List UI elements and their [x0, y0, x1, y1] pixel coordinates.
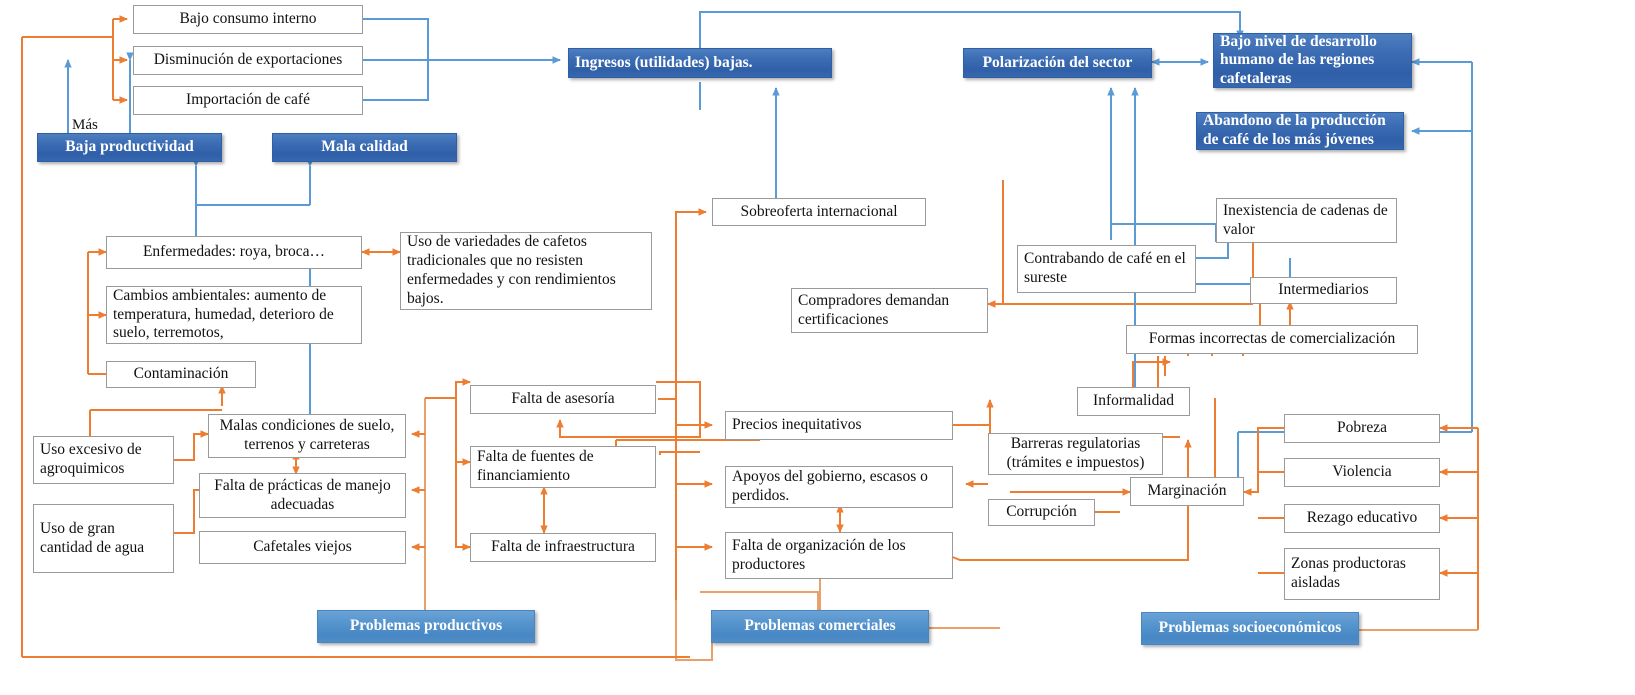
node-label: Uso de gran cantidad de agua	[40, 519, 145, 556]
node-label: Compradores demandan certificaciones	[798, 291, 950, 328]
node-mala-calidad[interactable]: Mala calidad	[272, 133, 457, 162]
node-label: Cambios ambientales: aumento de temperat…	[113, 286, 334, 342]
node-label: Inexistencia de cadenas de valor	[1223, 201, 1388, 238]
node-label: Uso excesivo de agroquimicos	[40, 441, 142, 477]
node-label: Falta de organización de los productores	[732, 536, 906, 573]
node-label: Corrupción	[1006, 503, 1077, 521]
node-corrupcion[interactable]: Corrupción	[988, 499, 1095, 526]
node-intermediarios[interactable]: Intermediarios	[1250, 277, 1397, 304]
node-violencia[interactable]: Violencia	[1284, 458, 1440, 487]
node-bajo-consumo-interno[interactable]: Bajo consumo interno	[133, 5, 363, 34]
node-label: Problemas socioeconómicos	[1158, 619, 1342, 637]
node-disminucion-de-exportaciones[interactable]: Disminución de exportaciones	[133, 46, 363, 75]
node-falta-de-infraestructura[interactable]: Falta de infraestructura	[470, 533, 656, 562]
node-bajo-nivel-desarrollo-humano[interactable]: Bajo nivel de desarrollo humano de las r…	[1213, 33, 1412, 88]
node-cafetales-viejos[interactable]: Cafetales viejos	[199, 531, 406, 564]
node-inexistencia-cadenas-valor[interactable]: Inexistencia de cadenas de valor	[1216, 198, 1397, 243]
node-label: Sobreoferta internacional	[740, 202, 898, 220]
node-label: Importación de café	[186, 91, 310, 109]
node-falta-fuentes-financiamiento[interactable]: Falta de fuentes de financiamiento	[470, 446, 656, 488]
node-label: Bajo consumo interno	[179, 10, 317, 28]
node-baja-productividad[interactable]: Baja productividad	[37, 133, 222, 162]
node-label: Informalidad	[1093, 392, 1174, 410]
node-label: Abandono de la producción de café de los…	[1203, 112, 1386, 148]
node-label: Uso de variedades de cafetos tradicional…	[407, 233, 616, 307]
node-formas-incorrectas-comercializacion[interactable]: Formas incorrectas de comercialización	[1126, 325, 1418, 354]
node-falta-organizacion-productores[interactable]: Falta de organización de los productores	[725, 532, 953, 579]
node-label: Zonas productoras aisladas	[1291, 555, 1406, 591]
node-marginacion[interactable]: Marginación	[1130, 477, 1244, 506]
node-malas-condiciones-suelo[interactable]: Malas condiciones de suelo, terrenos y c…	[208, 414, 406, 458]
node-falta-de-asesoria[interactable]: Falta de asesoría	[470, 385, 656, 414]
node-label: Precios inequitativos	[732, 416, 862, 434]
node-label: Problemas productivos	[349, 617, 503, 635]
node-importacion-de-cafe[interactable]: Importación de café	[133, 86, 363, 115]
node-label: Intermediarios	[1278, 281, 1369, 299]
node-label: Falta de asesoría	[511, 390, 615, 408]
node-barreras-regulatorias[interactable]: Barreras regulatorias (trámites e impues…	[988, 433, 1163, 475]
node-label: Cafetales viejos	[253, 538, 352, 556]
node-problemas-comerciales[interactable]: Problemas comerciales	[711, 610, 929, 643]
node-label: Problemas comerciales	[744, 617, 896, 635]
node-label: Pobreza	[1337, 419, 1387, 437]
node-label: Malas condiciones de suelo, terrenos y c…	[219, 417, 395, 453]
node-contrabando-de-cafe[interactable]: Contrabando de café en el sureste	[1017, 245, 1196, 293]
node-compradores-demandan-certificaciones[interactable]: Compradores demandan certificaciones	[791, 288, 988, 333]
node-uso-variedades-cafetos[interactable]: Uso de variedades de cafetos tradicional…	[400, 232, 652, 310]
node-polarizacion-del-sector[interactable]: Polarización del sector	[963, 48, 1152, 78]
node-uso-excesivo-agroquimicos[interactable]: Uso excesivo de agroquimicos	[33, 436, 174, 484]
node-precios-inequitativos[interactable]: Precios inequitativos	[725, 411, 953, 440]
node-label: Falta de prácticas de manejo adecuadas	[214, 476, 391, 513]
node-rezago-educativo[interactable]: Rezago educativo	[1284, 504, 1440, 533]
node-label: Apoyos del gobierno, escasos o perdidos.	[732, 468, 928, 504]
node-abandono-produccion-jovenes[interactable]: Abandono de la producción de café de los…	[1196, 112, 1404, 150]
node-pobreza[interactable]: Pobreza	[1284, 414, 1440, 443]
node-label: Barreras regulatorias (trámites e impues…	[1006, 435, 1145, 471]
node-enfermedades[interactable]: Enfermedades: roya, broca…	[106, 236, 362, 269]
node-informalidad[interactable]: Informalidad	[1077, 387, 1190, 416]
node-problemas-socioeconomicos[interactable]: Problemas socioeconómicos	[1141, 612, 1359, 645]
node-label: Baja productividad	[65, 138, 194, 156]
node-label: Bajo nivel de desarrollo humano de las r…	[1220, 32, 1377, 87]
node-label: Falta de infraestructura	[491, 538, 635, 556]
mas-label: Más	[72, 117, 98, 133]
node-label: Falta de fuentes de financiamiento	[477, 448, 594, 484]
node-label: Rezago educativo	[1306, 509, 1418, 527]
node-label: Mala calidad	[321, 138, 408, 156]
node-falta-practicas-manejo[interactable]: Falta de prácticas de manejo adecuadas	[199, 473, 406, 518]
node-label: Disminución de exportaciones	[153, 51, 343, 69]
node-uso-gran-cantidad-agua[interactable]: Uso de gran cantidad de agua	[33, 504, 174, 573]
node-label: Formas incorrectas de comercialización	[1148, 330, 1396, 348]
node-label: Enfermedades: roya, broca…	[142, 243, 326, 261]
node-ingresos-utilidades-bajas[interactable]: Ingresos (utilidades) bajas.	[568, 48, 832, 78]
node-problemas-productivos[interactable]: Problemas productivos	[317, 610, 535, 643]
node-cambios-ambientales[interactable]: Cambios ambientales: aumento de temperat…	[106, 286, 362, 344]
node-contaminacion[interactable]: Contaminación	[106, 361, 256, 388]
node-label: Marginación	[1147, 482, 1227, 500]
node-sobreoferta-internacional[interactable]: Sobreoferta internacional	[712, 198, 926, 226]
node-zonas-productoras-aisladas[interactable]: Zonas productoras aisladas	[1284, 548, 1440, 600]
node-label: Contaminación	[133, 365, 229, 383]
node-label: Violencia	[1332, 463, 1392, 481]
node-label: Polarización del sector	[982, 53, 1133, 71]
node-label: Ingresos (utilidades) bajas.	[575, 53, 753, 71]
node-apoyos-del-gobierno[interactable]: Apoyos del gobierno, escasos o perdidos.	[725, 466, 953, 508]
node-label: Contrabando de café en el sureste	[1024, 250, 1186, 286]
